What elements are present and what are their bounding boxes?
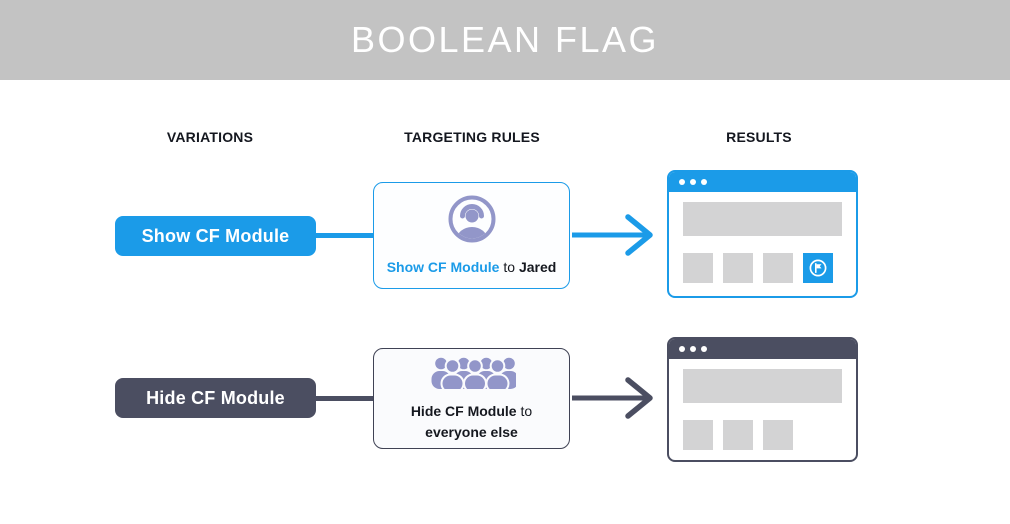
rule-text-hide: Hide CF Module to everyone else xyxy=(411,401,532,443)
window-dot-icon xyxy=(679,179,685,185)
window-dot-icon xyxy=(690,346,696,352)
content-placeholder-row xyxy=(683,420,842,450)
content-placeholder-square xyxy=(763,253,793,283)
rule-text-show: Show CF Module to Jared xyxy=(387,257,557,278)
column-header-targeting-rules: TARGETING RULES xyxy=(404,129,540,145)
column-header-variations: VARIATIONS xyxy=(166,129,254,145)
rule-joiner: to xyxy=(503,259,516,275)
variation-pill-show: Show CF Module xyxy=(115,216,316,256)
column-header-results: RESULTS xyxy=(726,129,792,145)
rule-audience: Jared xyxy=(518,259,557,275)
content-placeholder-banner xyxy=(683,369,842,403)
content-placeholder-square xyxy=(723,253,753,283)
cf-module-tile xyxy=(803,253,833,283)
result-window-show xyxy=(667,170,858,298)
single-user-icon xyxy=(446,193,498,250)
browser-titlebar xyxy=(669,172,856,192)
rule-joiner: to xyxy=(520,402,533,419)
window-dot-icon xyxy=(701,346,707,352)
content-placeholder-row xyxy=(683,253,842,283)
window-dot-icon xyxy=(679,346,685,352)
targeting-rule-box-show: Show CF Module to Jared xyxy=(373,182,570,289)
diagram-title: BOOLEAN FLAG xyxy=(350,19,660,60)
result-window-hide xyxy=(667,337,858,462)
connector-line-hide xyxy=(314,396,374,401)
targeting-rule-box-hide: Hide CF Module to everyone else xyxy=(373,348,570,449)
window-dot-icon xyxy=(701,179,707,185)
rule-flag-name: Hide CF Module xyxy=(410,402,517,419)
window-dot-icon xyxy=(690,179,696,185)
connector-line-show xyxy=(314,233,374,238)
content-placeholder-banner xyxy=(683,202,842,236)
content-placeholder-square xyxy=(683,253,713,283)
rule-flag-name: Show CF Module xyxy=(386,259,500,275)
content-placeholder-square xyxy=(683,420,713,450)
content-placeholder-square xyxy=(763,420,793,450)
variation-pill-hide: Hide CF Module xyxy=(115,378,316,418)
flag-circle-icon xyxy=(809,259,827,277)
arrow-right-dark-icon xyxy=(572,377,653,419)
rule-line-1: Hide CF Module to xyxy=(411,401,532,422)
diagram-header: BOOLEAN FLAG xyxy=(0,0,1010,80)
crowd-icon xyxy=(428,355,518,394)
rule-audience: everyone else xyxy=(425,423,518,440)
browser-titlebar xyxy=(669,339,856,359)
content-placeholder-square xyxy=(723,420,753,450)
arrow-right-blue-icon xyxy=(572,214,653,256)
